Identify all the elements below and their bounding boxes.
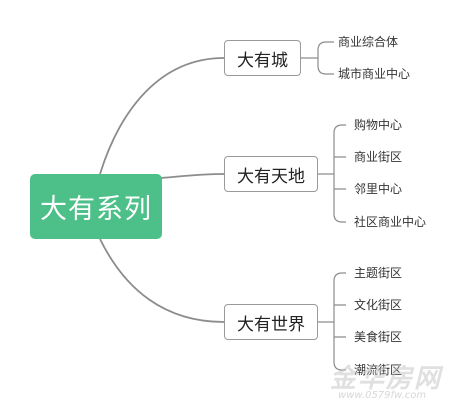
leaf-node[interactable]: 美食街区 (354, 330, 403, 344)
leaf-node[interactable]: 商业综合体 (338, 35, 399, 49)
branch-node-label: 大有天地 (237, 166, 305, 187)
connector-dayoutiandi-bracket (318, 124, 343, 223)
leaf-node[interactable]: 城市商业中心 (338, 67, 411, 81)
leaf-node[interactable]: 文化街区 (354, 298, 403, 312)
leaf-node[interactable]: 潮流街区 (354, 363, 403, 377)
branch-node-label: 大有世界 (237, 314, 305, 335)
connector-root-to-dayoutiandi (159, 173, 225, 179)
leaf-node[interactable]: 邻里中心 (354, 182, 403, 196)
leaf-node[interactable]: 购物中心 (354, 118, 403, 132)
branch-node-dayoutiandi[interactable]: 大有天地 (224, 156, 318, 192)
connector-dayoucheng-bracket (301, 41, 327, 75)
branch-node-label: 大有城 (237, 50, 288, 71)
watermark: 金华房网 www.0579fw.com (330, 358, 464, 408)
branch-node-dayoushijie[interactable]: 大有世界 (224, 304, 318, 340)
connector-root-to-dayoucheng (99, 57, 225, 175)
leaf-node[interactable]: 主题街区 (354, 266, 403, 280)
root-node[interactable]: 大有系列 (30, 174, 162, 239)
connector-dayoushijie-bracket (318, 272, 343, 371)
leaf-node[interactable]: 商业街区 (354, 150, 403, 164)
watermark-url: www.0579fw.com (338, 390, 427, 401)
connector-root-to-dayoushijie (99, 238, 225, 323)
leaf-node[interactable]: 社区商业中心 (354, 215, 427, 229)
branch-node-dayoucheng[interactable]: 大有城 (224, 40, 301, 76)
root-node-label: 大有系列 (40, 194, 152, 225)
watermark-brand: 金华房网 (330, 364, 443, 394)
